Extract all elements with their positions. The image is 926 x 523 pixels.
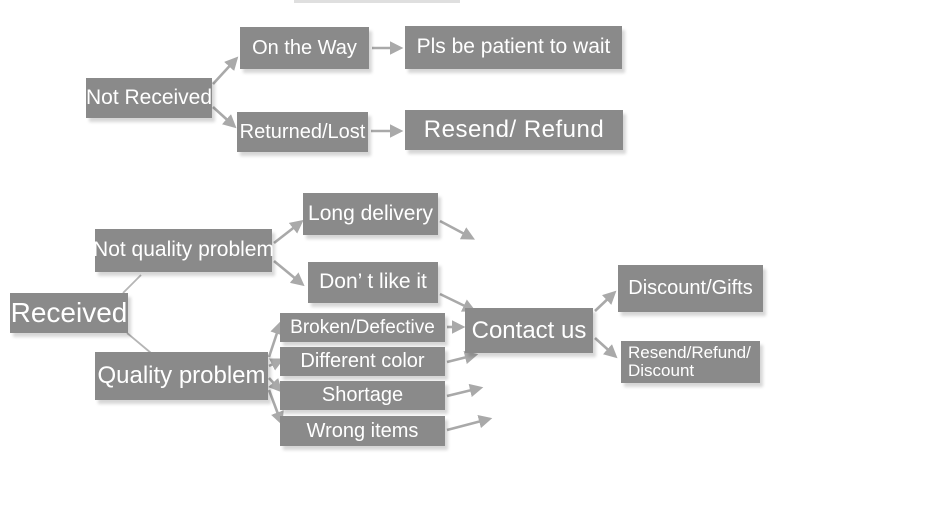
node-quality-problem: Quality problem <box>95 352 268 400</box>
node-shortage: Shortage <box>280 381 445 410</box>
node-pls-be-patient: Pls be patient to wait <box>405 26 622 69</box>
connector-dontlike-contactus <box>439 292 477 312</box>
connector-quality-shortage <box>268 377 283 393</box>
connector-notquality-dontlike <box>273 259 305 287</box>
node-not-quality-problem: Not quality problem <box>93 229 274 272</box>
node-resend-refund-discount: Resend/Refund/ Discount <box>621 341 760 383</box>
connector-differentcolor-contactus <box>446 350 479 365</box>
connector-quality-wrongitems <box>267 389 284 426</box>
node-returned-lost: Returned/Lost <box>237 112 368 152</box>
connector-contactus-discountgifts <box>594 290 617 312</box>
node-resend-refund-discount-line1: Resend/Refund/ <box>628 343 751 363</box>
connector-shortage-contactus <box>446 383 484 398</box>
connector-notreceived-returnedlost <box>212 106 237 129</box>
connector-longdelivery-contactus <box>439 219 475 240</box>
connector-notquality-longdelivery <box>273 219 304 245</box>
node-not-received: Not Received <box>86 78 212 118</box>
connector-notreceived-ontheway <box>212 56 239 85</box>
node-contact-us: Contact us <box>465 308 593 353</box>
node-dont-like-it: Don’ t like it <box>308 262 438 303</box>
node-wrong-items: Wrong items <box>280 416 445 446</box>
connector-received-quality <box>126 332 152 354</box>
node-resend-refund-discount-line2: Discount <box>628 361 695 380</box>
node-resend-refund: Resend/ Refund <box>405 110 623 150</box>
connector-quality-broken <box>267 320 284 358</box>
connector-contactus-resendrefunddiscount <box>594 337 618 359</box>
node-discount-gifts: Discount/Gifts <box>618 265 763 312</box>
cropped-box-remnant <box>294 0 460 3</box>
node-received: Received <box>10 293 128 333</box>
node-on-the-way: On the Way <box>240 27 369 69</box>
node-broken-defective: Broken/Defective <box>280 313 445 342</box>
node-different-color: Different color <box>280 347 445 376</box>
node-long-delivery: Long delivery <box>303 193 438 235</box>
connector-quality-differentcolor <box>268 358 285 371</box>
connector-wrongitems-contactus <box>446 415 493 432</box>
connector-received-notquality <box>122 274 142 294</box>
